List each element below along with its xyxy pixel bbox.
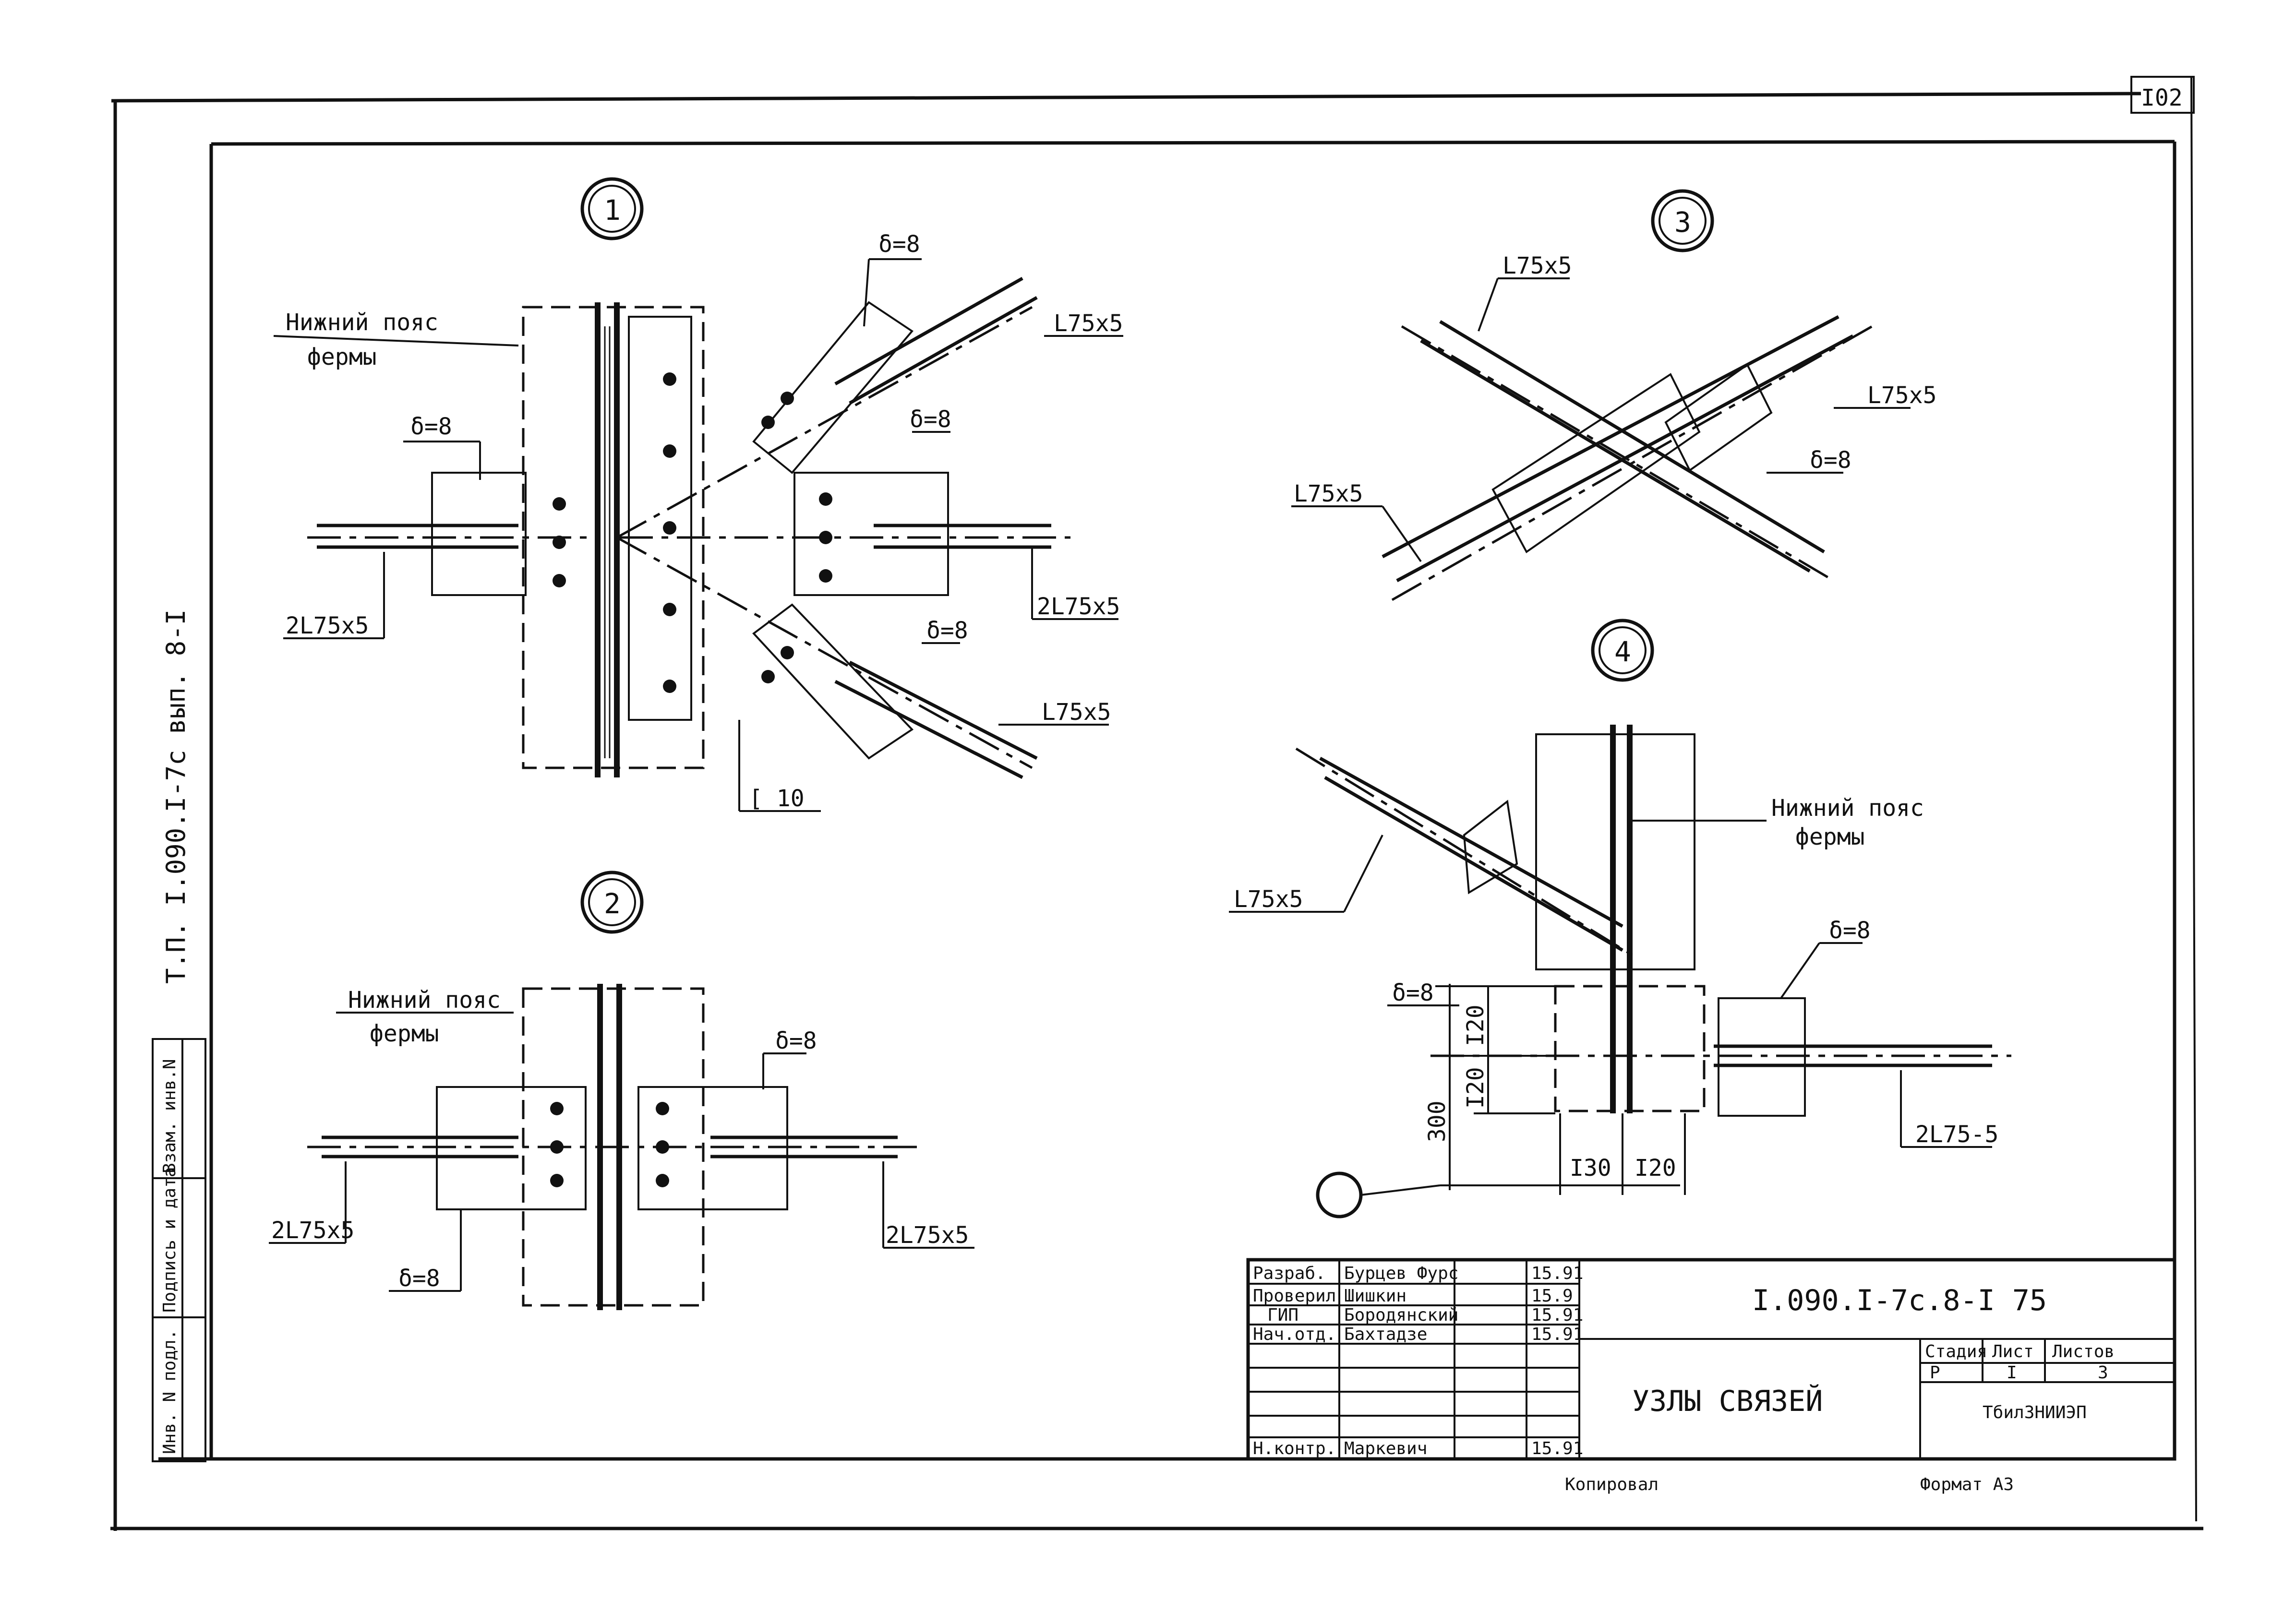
tb-designation: I.090.I-7с.8-I 75 [1752, 1284, 2047, 1317]
side-field-3: Взам. инв.N [160, 1059, 180, 1173]
tb-stage-header: Стадия [1925, 1342, 1987, 1361]
node-1-plate-d: δ=8 [926, 617, 968, 644]
node-4: 4 I20 I20 300 I30 I20 Нижний пояс фермы [1229, 619, 2011, 1218]
node-3-angle-b: L75x5 [1867, 382, 1937, 409]
node-4-chord-label-1: Нижний пояс [1771, 795, 1924, 822]
node-3: 3 L75x5 L75x5 δ=8 L75x5 [1291, 189, 1937, 601]
node-3-angle-c: L75x5 [1294, 480, 1363, 507]
outer-frame [110, 76, 2203, 1531]
node-1-angle-d: L75x5 [1042, 699, 1111, 726]
tb-date-5: 15.91 [1531, 1439, 1583, 1458]
node-3-number: 3 [1674, 206, 1691, 239]
tb-sheets-header: Листов [2052, 1342, 2115, 1361]
tb-role-4: Нач.отд. [1253, 1325, 1336, 1344]
node-4-angle-a: L75x5 [1234, 886, 1303, 913]
node-1-plate-a: δ=8 [878, 231, 920, 258]
node-1: 1 [273, 177, 1123, 812]
sheet-number-box: I02 [2130, 76, 2195, 114]
node-1-number: 1 [604, 194, 621, 227]
copied-label: Копировал [1565, 1475, 1659, 1494]
node-4-dim-c: 300 [1424, 1100, 1451, 1142]
tb-date-2: 15.9 [1531, 1286, 1573, 1306]
node-2-marker [580, 871, 644, 934]
node-1-plate-b: δ=8 [410, 413, 452, 440]
node-2: 2 Нижний пояс фермы δ=8 2L75x5 δ=8 2L75x… [269, 871, 974, 1310]
side-stamp: Т.П. I.090.I-7с вып. 8-I Инв. N подл. По… [152, 609, 206, 1462]
tb-role-2: Проверил [1253, 1286, 1336, 1306]
node-4-angle-b: 2L75-5 [1915, 1121, 1998, 1148]
node-4-plate-a: δ=8 [1392, 979, 1434, 1006]
node-4-dim-e: I20 [1635, 1155, 1676, 1182]
node-4-dim-d: I30 [1570, 1155, 1611, 1182]
node-3-plate: δ=8 [1810, 447, 1851, 474]
format-label: Формат А3 [1920, 1475, 2014, 1494]
tb-title: УЗЛЫ СВЯЗЕЙ [1632, 1384, 1823, 1418]
node-2-angle-a: 2L75x5 [271, 1217, 354, 1244]
node-2-plate-b: δ=8 [398, 1265, 440, 1292]
tb-stage: Р [1930, 1363, 1940, 1383]
node-2-plate-a: δ=8 [775, 1027, 817, 1054]
node-3-marker [1651, 189, 1714, 252]
tb-date-3: 15.91 [1531, 1305, 1583, 1325]
side-field-2: Подпись и дата [160, 1167, 180, 1313]
node-2-chord-label-2: фермы [370, 1020, 439, 1047]
title-block: Разраб. Бурцев Фурс 15.91 Проверил Шишки… [1246, 1258, 2176, 1461]
node-4-number: 4 [1614, 635, 1631, 668]
node-4-plate-b: δ=8 [1829, 917, 1871, 944]
tb-sheets: 3 [2098, 1363, 2108, 1383]
node-2-number: 2 [604, 887, 621, 920]
tb-role-5: Н.контр. [1253, 1439, 1336, 1458]
tb-role-3: ГИП [1267, 1305, 1298, 1325]
tb-sheet-header: Лист [1992, 1342, 2034, 1361]
tb-date-4: 15.91 [1531, 1325, 1583, 1344]
node-1-chord-label-2: фермы [307, 344, 377, 370]
node-1-chord-label-1: Нижний пояс [286, 309, 438, 336]
tb-sheet: I [2007, 1363, 2017, 1383]
tb-name-5: Маркевич [1344, 1439, 1427, 1458]
node-1-bolts [553, 372, 676, 693]
node-4-chord-label-2: фермы [1795, 824, 1865, 850]
node-1-plate-c: δ=8 [910, 406, 951, 433]
node-1-angle-a: L75x5 [1054, 310, 1123, 337]
side-field-1: Инв. N подл. [160, 1329, 180, 1454]
node-2-chord-label-1: Нижний пояс [348, 987, 501, 1014]
node-1-angle-b: 2L75x5 [286, 612, 369, 639]
tb-name-1: Бурцев Фурс [1344, 1264, 1458, 1283]
node-1-marker [580, 177, 644, 240]
tb-name-2: Шишкин [1344, 1286, 1406, 1306]
tb-name-4: Бахтадзе [1344, 1325, 1427, 1344]
node-4-dim-a: I20 [1462, 1004, 1489, 1046]
tb-role-1: Разраб. [1253, 1264, 1326, 1283]
node-3-angle-a: L75x5 [1503, 252, 1572, 279]
sheet-number: I02 [2141, 84, 2183, 111]
tb-date-1: 15.91 [1531, 1264, 1583, 1283]
node-2-angle-b: 2L75x5 [886, 1222, 969, 1249]
node-4-dim-b: I20 [1462, 1067, 1489, 1109]
tb-organization: ТбилЗНИИЭП [1983, 1403, 2087, 1422]
node-1-angle-c: 2L75x5 [1037, 593, 1120, 620]
side-code: Т.П. I.090.I-7с вып. 8-I [161, 609, 191, 984]
node-1-channel: [ 10 [749, 785, 805, 812]
node-4-marker [1591, 619, 1654, 682]
tb-name-3: Бородянский [1344, 1305, 1458, 1325]
